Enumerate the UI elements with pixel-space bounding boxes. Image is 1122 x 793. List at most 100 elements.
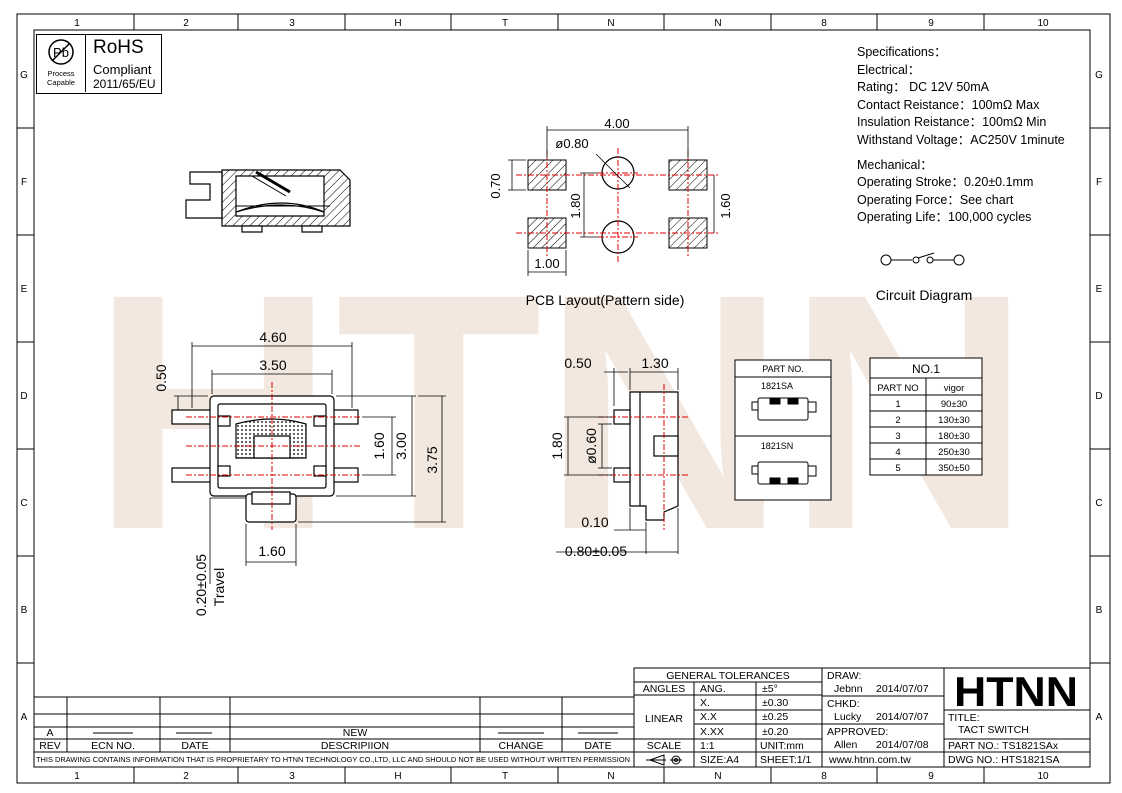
col-label-bottom: N (714, 771, 721, 782)
process-capable-logo: Pb Process Capable (37, 35, 86, 92)
col-label-top: 1 (74, 18, 80, 29)
part-box-header: PART NO. (762, 364, 804, 374)
circuit-diagram (880, 252, 965, 266)
tol-x3: X.XX (700, 726, 724, 738)
dim-side-lead: 0.50 (564, 355, 591, 371)
row-label-left: B (21, 605, 28, 616)
tol-x3-value: ±0.20 (762, 726, 788, 738)
col-label-top: T (502, 18, 508, 29)
col-label-top: N (607, 18, 614, 29)
inner-frame (33, 29, 1091, 768)
spec-mechanical-heading: Mechanical： (857, 157, 933, 172)
dim-top-pitch: 1.60 (371, 432, 387, 459)
specifications-block: Specifications： Electrical： Rating： DC 1… (857, 44, 1065, 227)
tol-x1-value: ±0.30 (762, 697, 788, 709)
force-table-cell: 5 (895, 463, 900, 474)
part-variant-box: PART NO. 1821SA 1821SN (734, 359, 832, 501)
dim-pcb-pad-height: 0.70 (488, 173, 503, 198)
scale-label: SCALE (647, 740, 681, 752)
tol-x1: X. (700, 697, 710, 709)
logo-caption-capable: Capable (47, 78, 75, 87)
spec-insulation-resistance: Insulation Reistance：100mΩ Min (857, 115, 1047, 130)
col-label-bottom: 10 (1037, 771, 1049, 782)
row-label-right: F (1096, 177, 1102, 188)
tol-x2-value: ±0.25 (762, 711, 788, 723)
force-table-header: PART NO (877, 383, 918, 394)
spec-withstand-voltage: Withstand Voltage：AC250V 1minute (857, 132, 1065, 147)
tol-heading: GENERAL TOLERANCES (666, 670, 790, 682)
zone-labels: 1 2 3 H T N N 8 9 10 1 2 3 H T N N 8 9 1… (20, 18, 1103, 782)
sheet-value: SHEET:1/1 (760, 754, 812, 766)
row-label-right: E (1096, 284, 1103, 295)
part-number: PART NO.: TS1821SAx (948, 740, 1059, 752)
row-label-right: G (1095, 70, 1103, 81)
drawing-number: DWG NO.: HTS1821SA (948, 754, 1059, 766)
col-label-top: 10 (1037, 18, 1049, 29)
rev-header: ECN NO. (91, 740, 135, 752)
force-table-cell: 4 (895, 447, 900, 458)
rohs-title: RoHS (93, 37, 144, 58)
rev-header: CHANGE (499, 740, 544, 752)
chkd-name: Lucky (834, 711, 862, 723)
chkd-date: 2014/07/07 (876, 711, 929, 723)
spec-electrical-heading: Electrical： (857, 62, 921, 77)
travel-label: Travel (211, 568, 227, 606)
force-table-title: NO.1 (912, 362, 940, 376)
spec-contact-resistance: Contact Reistance：100mΩ Max (857, 97, 1040, 112)
force-table-cell: 90±30 (941, 399, 967, 410)
col-label-top: 8 (821, 18, 827, 29)
dim-side-gap: 0.10 (581, 514, 608, 530)
spec-heading: Specifications： (857, 45, 947, 59)
dim-side-actuator: 0.80±0.05 (565, 543, 627, 559)
col-label-bottom: 9 (928, 771, 934, 782)
col-label-bottom: 2 (183, 771, 189, 782)
col-label-bottom: 3 (289, 771, 295, 782)
chkd-label: CHKD: (827, 698, 860, 710)
dim-top-height: 3.00 (393, 432, 409, 459)
tol-angles: ANGLES (643, 683, 686, 695)
part-variant-a-label: 1821SA (761, 381, 793, 391)
cross-section-view (185, 169, 351, 233)
col-label-top: 3 (289, 18, 295, 29)
dim-top-actuator: 1.60 (258, 543, 285, 559)
proprietary-notice: THIS DRAWING CONTAINS INFORMATION THAT I… (36, 757, 630, 764)
rev-value: A (46, 727, 53, 739)
pb-glyph: Pb (53, 45, 69, 60)
force-table-header: vigor (944, 383, 965, 394)
top-view: 4.60 3.50 0.50 1.60 3.00 3.75 1.60 0.20±… (153, 329, 446, 616)
tol-linear: LINEAR (645, 713, 683, 725)
force-table-cell: 250±30 (938, 447, 970, 458)
force-table-cell: 2 (895, 415, 900, 426)
rev-header: DATE (584, 740, 611, 752)
tol-x2: X.X (700, 711, 717, 723)
draw-label: DRAW: (827, 670, 861, 682)
part-variant-b-label: 1821SN (761, 441, 794, 451)
row-label-right: B (1096, 605, 1103, 616)
projection-symbol-icon (646, 754, 682, 766)
spec-rating: Rating： DC 12V 50mA (857, 80, 990, 95)
row-label-left: A (21, 712, 28, 723)
col-label-top: N (714, 18, 721, 29)
logo-caption-process: Process (47, 69, 75, 78)
scale-value: 1:1 (700, 740, 715, 752)
col-label-bottom: T (502, 771, 508, 782)
revision-block (34, 696, 634, 753)
size-value: SIZE:A4 (700, 754, 739, 766)
dim-pcb-pad-pitch: 1.60 (718, 193, 733, 218)
spec-operating-stroke: Operating Stroke：0.20±0.1mm (857, 175, 1034, 190)
approved-date: 2014/07/08 (876, 739, 929, 751)
draw-name: Jebnn (834, 683, 863, 695)
tol-ang-value: ±5° (762, 683, 778, 695)
force-table-cell: 3 (895, 431, 900, 442)
dim-pcb-hole: ø0.80 (555, 136, 588, 151)
pcb-caption: PCB Layout(Pattern side) (526, 292, 685, 308)
col-label-bottom: H (394, 771, 401, 782)
rohs-compliant: Compliant (93, 62, 152, 77)
dim-top-body: 3.50 (259, 357, 286, 373)
dim-pcb-pad-width: 1.00 (534, 256, 559, 271)
rev-header: DESCRIPIION (321, 740, 389, 752)
row-label-left: D (20, 391, 27, 402)
rohs-directive: 2011/65/EU (93, 77, 156, 91)
col-label-bottom: 8 (821, 771, 827, 782)
